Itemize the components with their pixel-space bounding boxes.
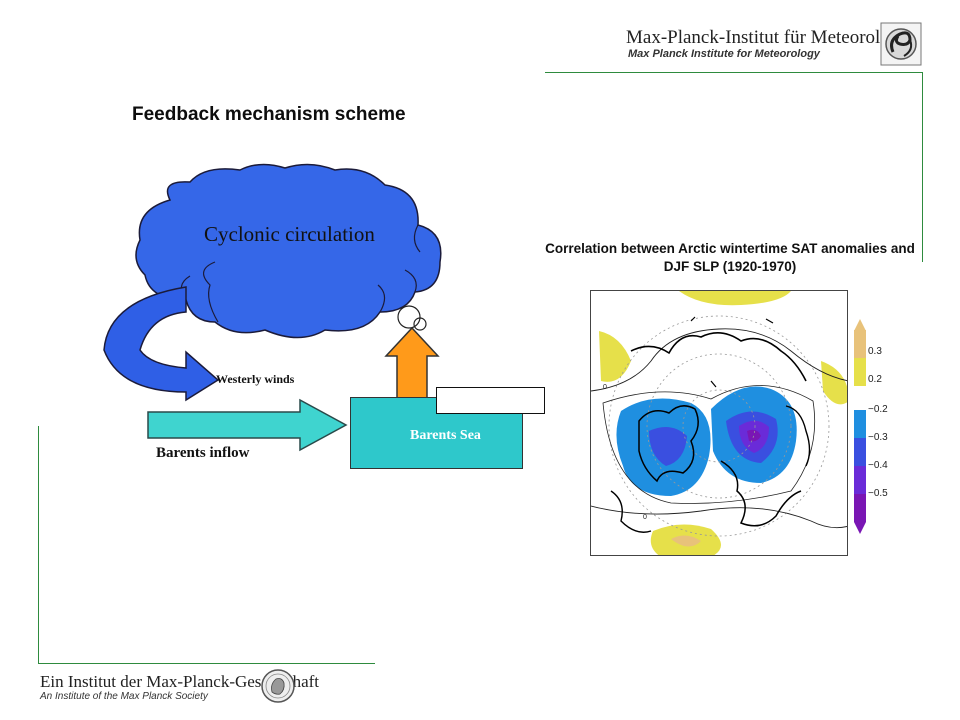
positive-region-left	[599, 331, 631, 382]
latitude-circle	[608, 315, 830, 537]
polar-projection-map: 0 0	[591, 291, 847, 555]
correlation-map: 0 0	[590, 290, 848, 556]
legend-swatch	[854, 330, 866, 358]
legend-swatch	[854, 358, 866, 386]
contour-label: 0	[643, 514, 647, 521]
coastline	[630, 332, 807, 382]
left-border-line	[38, 426, 39, 664]
positive-region-right	[821, 361, 847, 405]
legend-swatch	[854, 410, 866, 438]
footer-divider-line	[38, 663, 375, 664]
legend-label: 0.3	[868, 346, 882, 357]
legend-label: −0.3	[868, 432, 888, 443]
legend-swatch	[854, 494, 866, 522]
coastline	[610, 490, 652, 533]
westerly-winds-label: Westerly winds	[216, 372, 295, 386]
legend-label: −0.4	[868, 460, 888, 471]
latitude-circle	[682, 389, 756, 463]
greenland-coastline	[638, 405, 699, 483]
vortex-outer-icon	[397, 305, 421, 329]
coastline	[785, 405, 811, 467]
cloud-label: Cyclonic circulation	[204, 222, 375, 246]
footer-society-english: An Institute of the Max Planck Society	[40, 691, 208, 702]
barents-inflow-label: Barents inflow	[156, 445, 250, 461]
moderate-negative-west	[649, 427, 687, 466]
latitude-circle	[646, 353, 792, 499]
curved-feedback-arrow	[103, 286, 220, 402]
legend-arrow-icon	[854, 319, 866, 331]
right-border-line	[922, 72, 923, 262]
legend-arrow-icon	[854, 522, 866, 534]
europe-coastline	[720, 460, 802, 527]
institute-name-english: Max Planck Institute for Meteorology	[628, 48, 820, 60]
map-title: Correlation between Arctic wintertime SA…	[545, 241, 915, 274]
header-divider-line	[545, 72, 923, 73]
positive-region-top	[679, 291, 791, 306]
zero-contour-line	[591, 505, 847, 529]
legend-swatch	[854, 438, 866, 466]
max-planck-society-seal-icon	[261, 669, 295, 703]
blank-label-box	[436, 387, 545, 414]
mpi-meteorology-logo-icon	[880, 22, 922, 66]
vortex-inner-icon	[413, 317, 427, 331]
westerly-winds-arrow	[147, 398, 348, 452]
strong-positive-bottom	[671, 535, 701, 547]
institute-name-german: Max-Planck-Institut für Meteorologie	[626, 27, 914, 48]
contour-label: 0	[603, 384, 607, 391]
footer-society-german: Ein Institut der Max-Planck-Gesellschaft	[40, 672, 320, 691]
barents-sea-label: Barents Sea	[410, 428, 481, 443]
slide-title: Feedback mechanism scheme	[132, 104, 406, 125]
zero-contour-line	[591, 328, 847, 392]
coastline	[690, 316, 774, 388]
strongest-negative-core	[747, 429, 761, 442]
legend-label: −0.2	[868, 404, 888, 415]
legend-label: 0.2	[868, 374, 882, 385]
legend-label: −0.5	[868, 488, 888, 499]
legend-swatch	[854, 466, 866, 494]
upward-heat-arrow	[384, 326, 440, 399]
